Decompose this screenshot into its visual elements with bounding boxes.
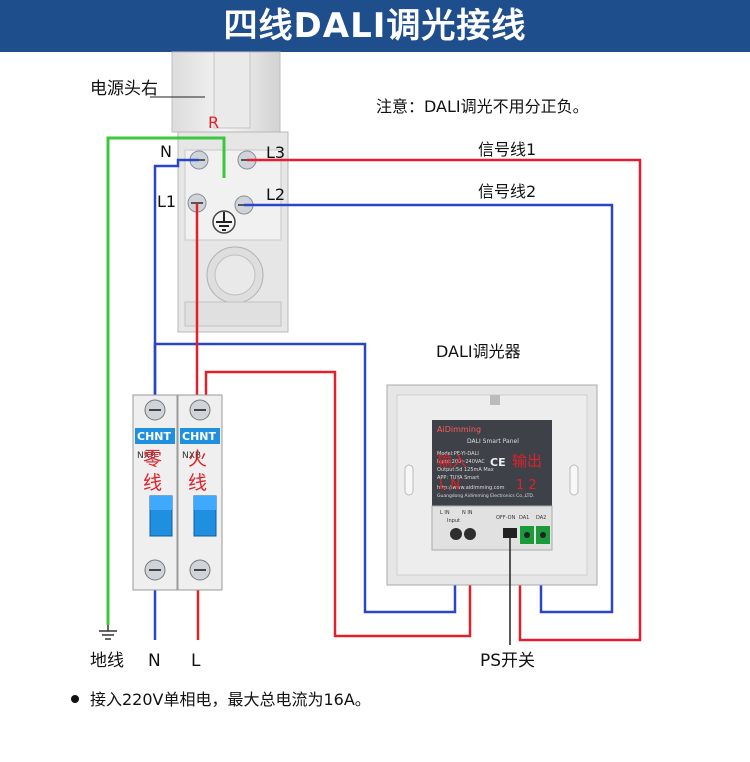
zero-line-label-1: 零 [143,448,162,470]
ground-label: 地线 [90,651,124,671]
terminal-da2-label: DA2 [536,515,546,521]
bullet-icon [71,695,79,703]
panel-model: Model:PE-YI-DALI [437,451,479,457]
panel-maker: Guangdong Aidimming Electronics Co.,LTD. [437,493,534,499]
l1-to-dimmer-wire [204,370,472,638]
zero-line-label-2: 线 [143,472,162,494]
l1-terminal-label: L1 [157,192,176,211]
terminal-input-label: Input [447,518,460,524]
signal-line-2 [244,203,614,614]
neutral-wire [153,158,199,395]
panel-website: http://www.aidimming.com [437,485,505,491]
output-label-1: 输出 [512,452,542,470]
panel-output-spec: Output:5d 125mA Max [437,467,494,473]
footer-note: 接入220V单相电，最大总电流为16A。 [90,690,371,709]
bottom-l-label: L [191,651,201,671]
input-label-1: 输入 [437,452,467,470]
live-line-label-2: 线 [188,472,207,494]
r-label: R [208,113,219,132]
breaker-model-right: NXB [182,451,201,461]
power-head-module [171,51,289,333]
l2-terminal-label: L2 [266,185,285,204]
input-label-2: L N [439,478,460,493]
ground-icon [99,625,117,640]
page-title: 四线DALI调光接线 [0,0,750,52]
n-terminal-label: N [160,142,172,161]
neutral-to-dimmer-wire [153,342,457,614]
signal-line-1-label: 信号线1 [478,140,536,159]
breaker-neutral [132,394,178,591]
ground-symbol-icon [212,210,236,234]
note-text: 注意：DALI调光不用分正负。 [376,97,589,116]
power-head-label: 电源头右 [90,79,158,99]
live-line-label-1: 火 [188,448,207,470]
l3-terminal-label: L3 [266,143,285,162]
breaker-brand-left: CHNT [137,430,171,443]
panel-app: APP: TUYA Smart [437,475,479,481]
panel-name: DALI Smart Panel [467,438,519,445]
terminal-switch-label: OFF-ON [496,515,516,521]
panel-ce-mark: CE [490,456,506,469]
bottom-n-label: N [148,651,161,671]
dali-dimmer-panel [386,384,598,586]
breaker-model-left: NXB [137,451,156,461]
panel-input-spec: Input:200~240VAC [437,459,485,465]
signal-line-2-label: 信号线2 [478,182,536,201]
dimmer-label: DALI调光器 [436,342,521,361]
terminal-l-label: L IN [440,510,450,516]
terminal-n-label: N IN [462,510,473,516]
ground-wire [106,136,226,625]
ps-switch-label: PS开关 [480,651,535,671]
signal-line-1 [247,158,642,642]
breaker-live [177,394,223,591]
breaker-brand-right: CHNT [182,430,216,443]
terminal-da1-label: DA1 [519,515,529,521]
panel-brand: AiDimming [437,425,481,434]
output-label-2: 1 2 [516,478,537,493]
